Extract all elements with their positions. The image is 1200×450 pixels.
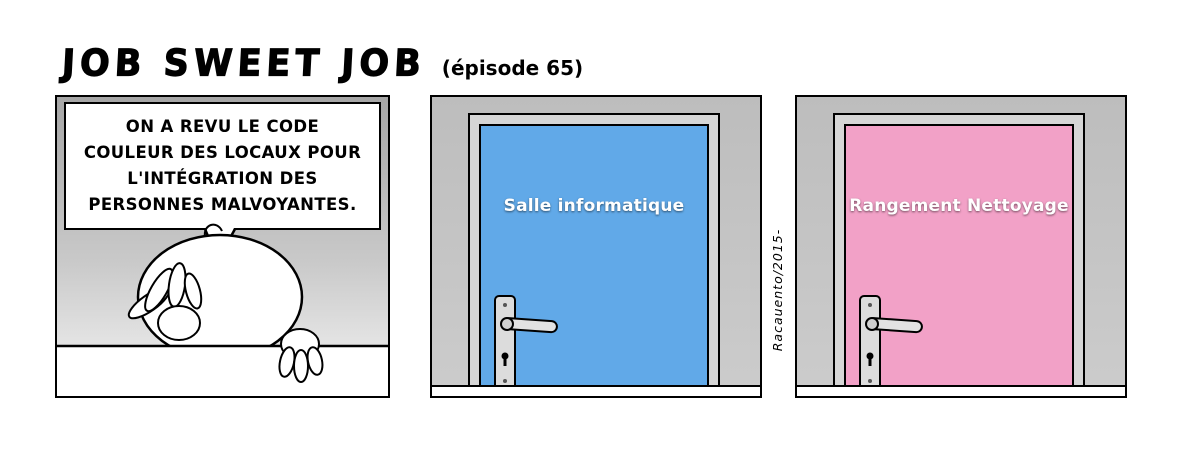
floor (797, 385, 1125, 396)
door-frame: Rangement Nettoyage (833, 113, 1085, 391)
door-pink: Rangement Nettoyage (844, 124, 1074, 391)
artist-signature: Racauento/2015- (770, 228, 785, 352)
door-blue: Salle informatique (479, 124, 709, 391)
panel-door-pink: Rangement Nettoyage (795, 95, 1127, 398)
header: JOB SWEET JOB (épisode 65) (60, 42, 584, 85)
door-handle-icon (859, 295, 923, 391)
speech-line: PERSONNES MALVOYANTES. (88, 195, 357, 214)
speech-line: L'INTÉGRATION DES (127, 169, 318, 188)
door-label: Rangement Nettoyage (849, 196, 1069, 216)
floor (432, 385, 760, 396)
panel-office: ON A REVU LE CODE COULEUR DES LOCAUX POU… (55, 95, 390, 398)
speech-line: COULEUR DES LOCAUX POUR (83, 143, 362, 162)
comic-title: JOB SWEET JOB (60, 42, 427, 85)
episode-label: (épisode 65) (441, 56, 584, 80)
door-label: Salle informatique (503, 196, 685, 216)
door-frame: Salle informatique (468, 113, 720, 391)
character-figure-icon (57, 223, 388, 396)
door-handle-icon (494, 295, 558, 391)
speech-bubble: ON A REVU LE CODE COULEUR DES LOCAUX POU… (64, 102, 381, 230)
panel-door-blue: Salle informatique (430, 95, 762, 398)
speech-line: ON A REVU LE CODE (125, 117, 320, 136)
